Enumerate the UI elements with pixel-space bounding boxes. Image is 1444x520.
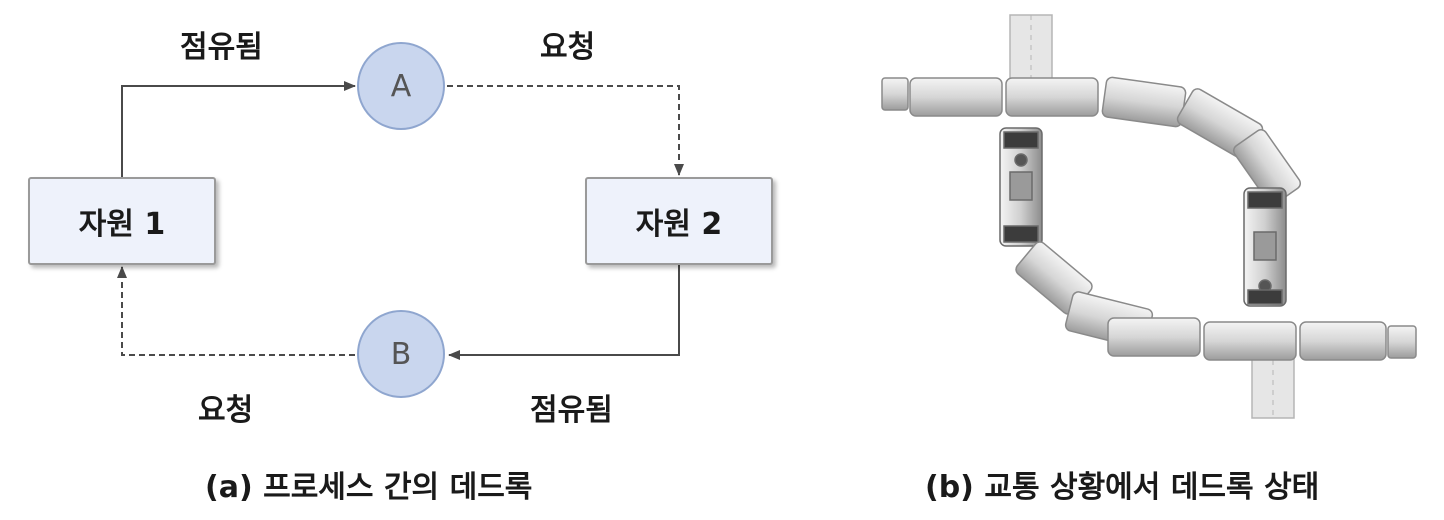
left-truck [999, 127, 1043, 247]
traffic-deadlock-picture [881, 14, 1417, 419]
request-edge-b-to-resource1 [117, 266, 355, 356]
process-b-node: B [357, 310, 445, 398]
process-b-label: B [390, 336, 412, 372]
held-edge-resource2-to-b [448, 265, 680, 360]
request-label-top: 요청 [540, 30, 596, 65]
resource-2-box: 자원 2 [585, 177, 773, 265]
road-top [1009, 14, 1053, 86]
resource-1-label: 자원 1 [78, 207, 166, 242]
caption-b: (b) 교통 상황에서 데드록 상태 [925, 470, 1320, 505]
held-label-top: 점유됨 [180, 30, 263, 65]
held-edge-resource1-to-a [121, 81, 356, 177]
resource-1-box: 자원 1 [28, 177, 216, 265]
diagram-edges [117, 81, 684, 360]
right-diagonal-car [1232, 129, 1302, 205]
process-a-label: A [390, 68, 412, 104]
process-a-node: A [357, 42, 445, 130]
resource-2-label: 자원 2 [635, 207, 723, 242]
bottom-car-row [1107, 317, 1417, 361]
process-deadlock-diagram: 자원 1 자원 2 A B 점유됨 요청 요청 점유됨 (a) 프로세스 간의 … [28, 30, 773, 505]
right-truck [1243, 187, 1287, 307]
held-label-bottom: 점유됨 [530, 393, 613, 428]
top-car-row [881, 76, 1264, 160]
request-edge-a-to-resource2 [447, 85, 684, 176]
caption-a: (a) 프로세스 간의 데드록 [205, 470, 533, 505]
request-label-bottom: 요청 [198, 393, 254, 428]
traffic-deadlock-illustration: (b) 교통 상황에서 데드록 상태 [860, 0, 1444, 520]
